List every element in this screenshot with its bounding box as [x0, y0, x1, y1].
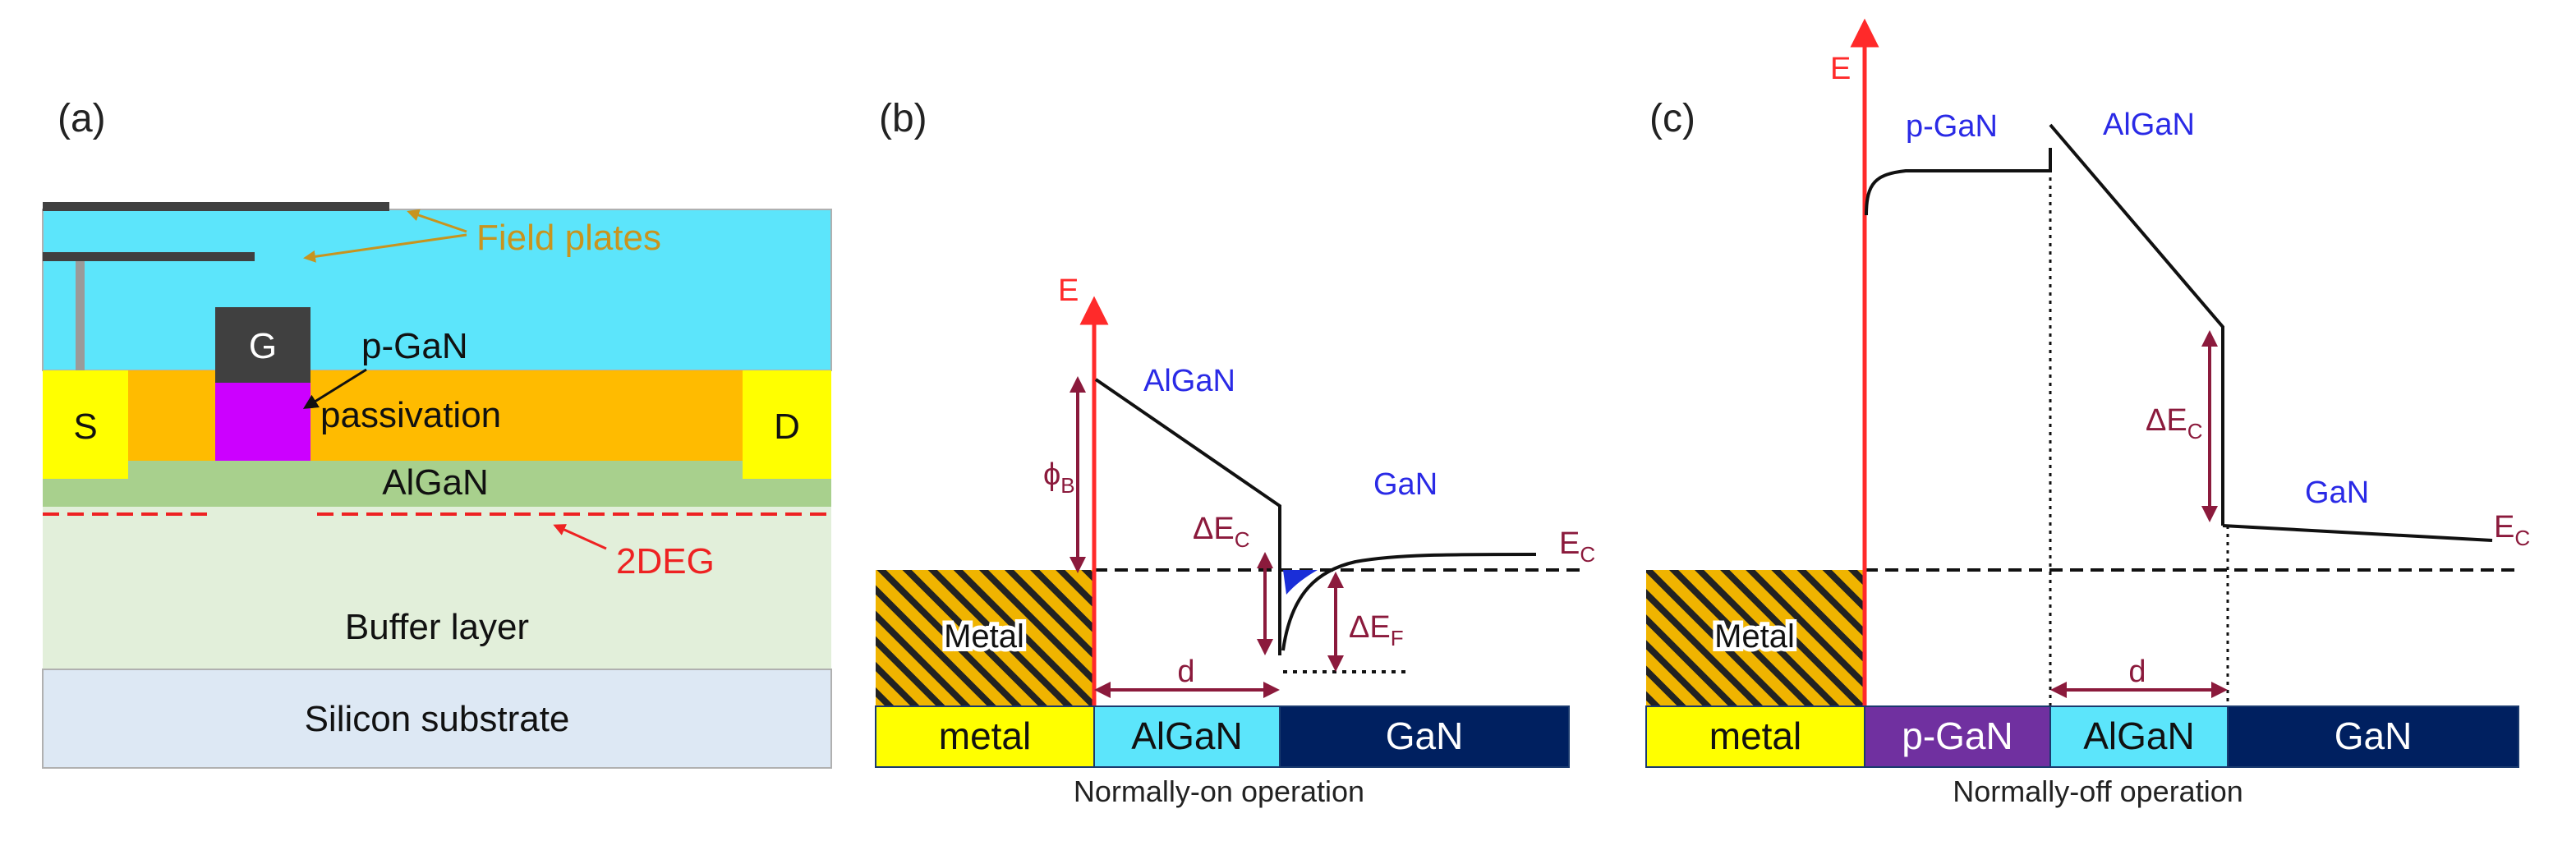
algan-layer: [43, 461, 831, 507]
algan-conduction-band: [1094, 378, 1281, 655]
panel-c: (c) Metal E ΔEC p-GaN AlGaN GaN EC d met…: [1645, 18, 2530, 808]
buffer-label: Buffer layer: [345, 607, 529, 647]
bar-gan: [1279, 705, 1570, 768]
ec-subscript: C: [2514, 526, 2530, 550]
source-label: S: [73, 407, 97, 447]
panel-b-caption: Normally-on operation: [1074, 774, 1364, 808]
field-plate-lower: [43, 252, 255, 261]
phi-b-label: ϕB: [1043, 457, 1075, 498]
twodeg-label: 2DEG: [616, 541, 715, 581]
field-plate-arrow-2: [303, 233, 467, 263]
gan-region-label: GaN: [2305, 476, 2369, 510]
phi-b-subscript: B: [1060, 473, 1074, 498]
panel-a-label: (a): [58, 97, 106, 140]
pgan-conduction-band: [1865, 148, 2052, 216]
algan-region-label: AlGaN: [1143, 364, 1235, 398]
gate-label: G: [249, 326, 277, 366]
bar-algan-label: AlGaN: [2083, 715, 2194, 757]
phi-b-symbol: ϕ: [1043, 457, 1060, 492]
pgan-gate: [215, 383, 310, 461]
algan-region-label: AlGaN: [2103, 108, 2195, 142]
bar-algan: [1093, 705, 1281, 768]
panel-a: (a) Field plates G p-GaN passivation S D…: [42, 97, 832, 769]
bar-metal-label: metal: [1709, 715, 1801, 757]
metal-block: [1646, 570, 1865, 706]
panel-b: (b) Metal E ϕB ΔEC ΔEF AlGaN GaN EC d me…: [875, 97, 1595, 808]
bar-gan-label: GaN: [1386, 715, 1464, 757]
gan-conduction-band: [2222, 524, 2493, 542]
bar-gan-label: GaN: [2334, 715, 2413, 757]
delta-ec-label: ΔEC: [1193, 512, 1250, 552]
panel-c-label: (c): [1649, 97, 1695, 140]
substrate-label: Silicon substrate: [305, 699, 570, 739]
ec-symbol: E: [2494, 510, 2514, 545]
silicon-substrate: [42, 669, 832, 769]
metal-block-label: Metal: [1714, 618, 1795, 655]
metal-block: [876, 570, 1094, 706]
bar-algan-label: AlGaN: [1131, 715, 1242, 757]
ec-symbol: E: [1559, 526, 1580, 561]
delta-ec-symbol: ΔE: [1193, 512, 1235, 546]
pgan-region-label: p-GaN: [1906, 109, 1998, 144]
delta-ec-label: ΔEC: [2146, 403, 2203, 443]
passivation-region: [43, 370, 831, 461]
d-label: d: [1177, 655, 1194, 689]
drain-contact: [743, 370, 831, 479]
field-plates-label: Field plates: [476, 218, 661, 258]
panel-c-caption: Normally-off operation: [1953, 774, 2243, 808]
ec-label: EC: [1559, 526, 1595, 567]
field-plate-upper: [43, 202, 389, 211]
pgan-label: p-GaN: [361, 326, 468, 366]
drain-label: D: [774, 407, 800, 447]
field-plate-arrow-1: [407, 209, 467, 233]
gate-metal: [215, 307, 310, 383]
bar-pgan-label: p-GaN: [1902, 715, 2012, 757]
2deg-electrons: [1283, 570, 1318, 595]
ec-label: EC: [2494, 510, 2530, 550]
bar-gan: [2227, 705, 2519, 768]
buffer-layer: [43, 507, 831, 669]
twodeg-arrow: [553, 524, 607, 550]
d-label: d: [2128, 655, 2146, 689]
metal-block-label: Metal: [944, 618, 1024, 655]
delta-ef-subscript: F: [1391, 626, 1404, 650]
passivation-label: passivation: [320, 395, 501, 435]
delta-ec-symbol: ΔE: [2146, 403, 2187, 438]
panel-b-label: (b): [879, 97, 927, 140]
energy-axis-label: E: [1830, 52, 1851, 86]
source-contact: [43, 370, 128, 479]
delta-ef-label: ΔEF: [1349, 610, 1404, 650]
field-plate-via: [76, 261, 85, 370]
gan-region-label: GaN: [1373, 467, 1438, 502]
delta-ec-subscript: C: [1235, 527, 1250, 552]
ec-subscript: C: [1580, 542, 1595, 567]
delta-ec-subscript: C: [2187, 419, 2203, 443]
energy-axis-label: E: [1058, 273, 1079, 308]
algan-conduction-band: [2049, 123, 2224, 526]
gan-conduction-band: [1281, 553, 1537, 651]
pgan-arrow: [302, 368, 367, 409]
bar-metal-label: metal: [939, 715, 1031, 757]
field-oxide-region: [42, 209, 832, 371]
algan-label: AlGaN: [382, 462, 489, 503]
delta-ef-symbol: ΔE: [1349, 610, 1391, 645]
